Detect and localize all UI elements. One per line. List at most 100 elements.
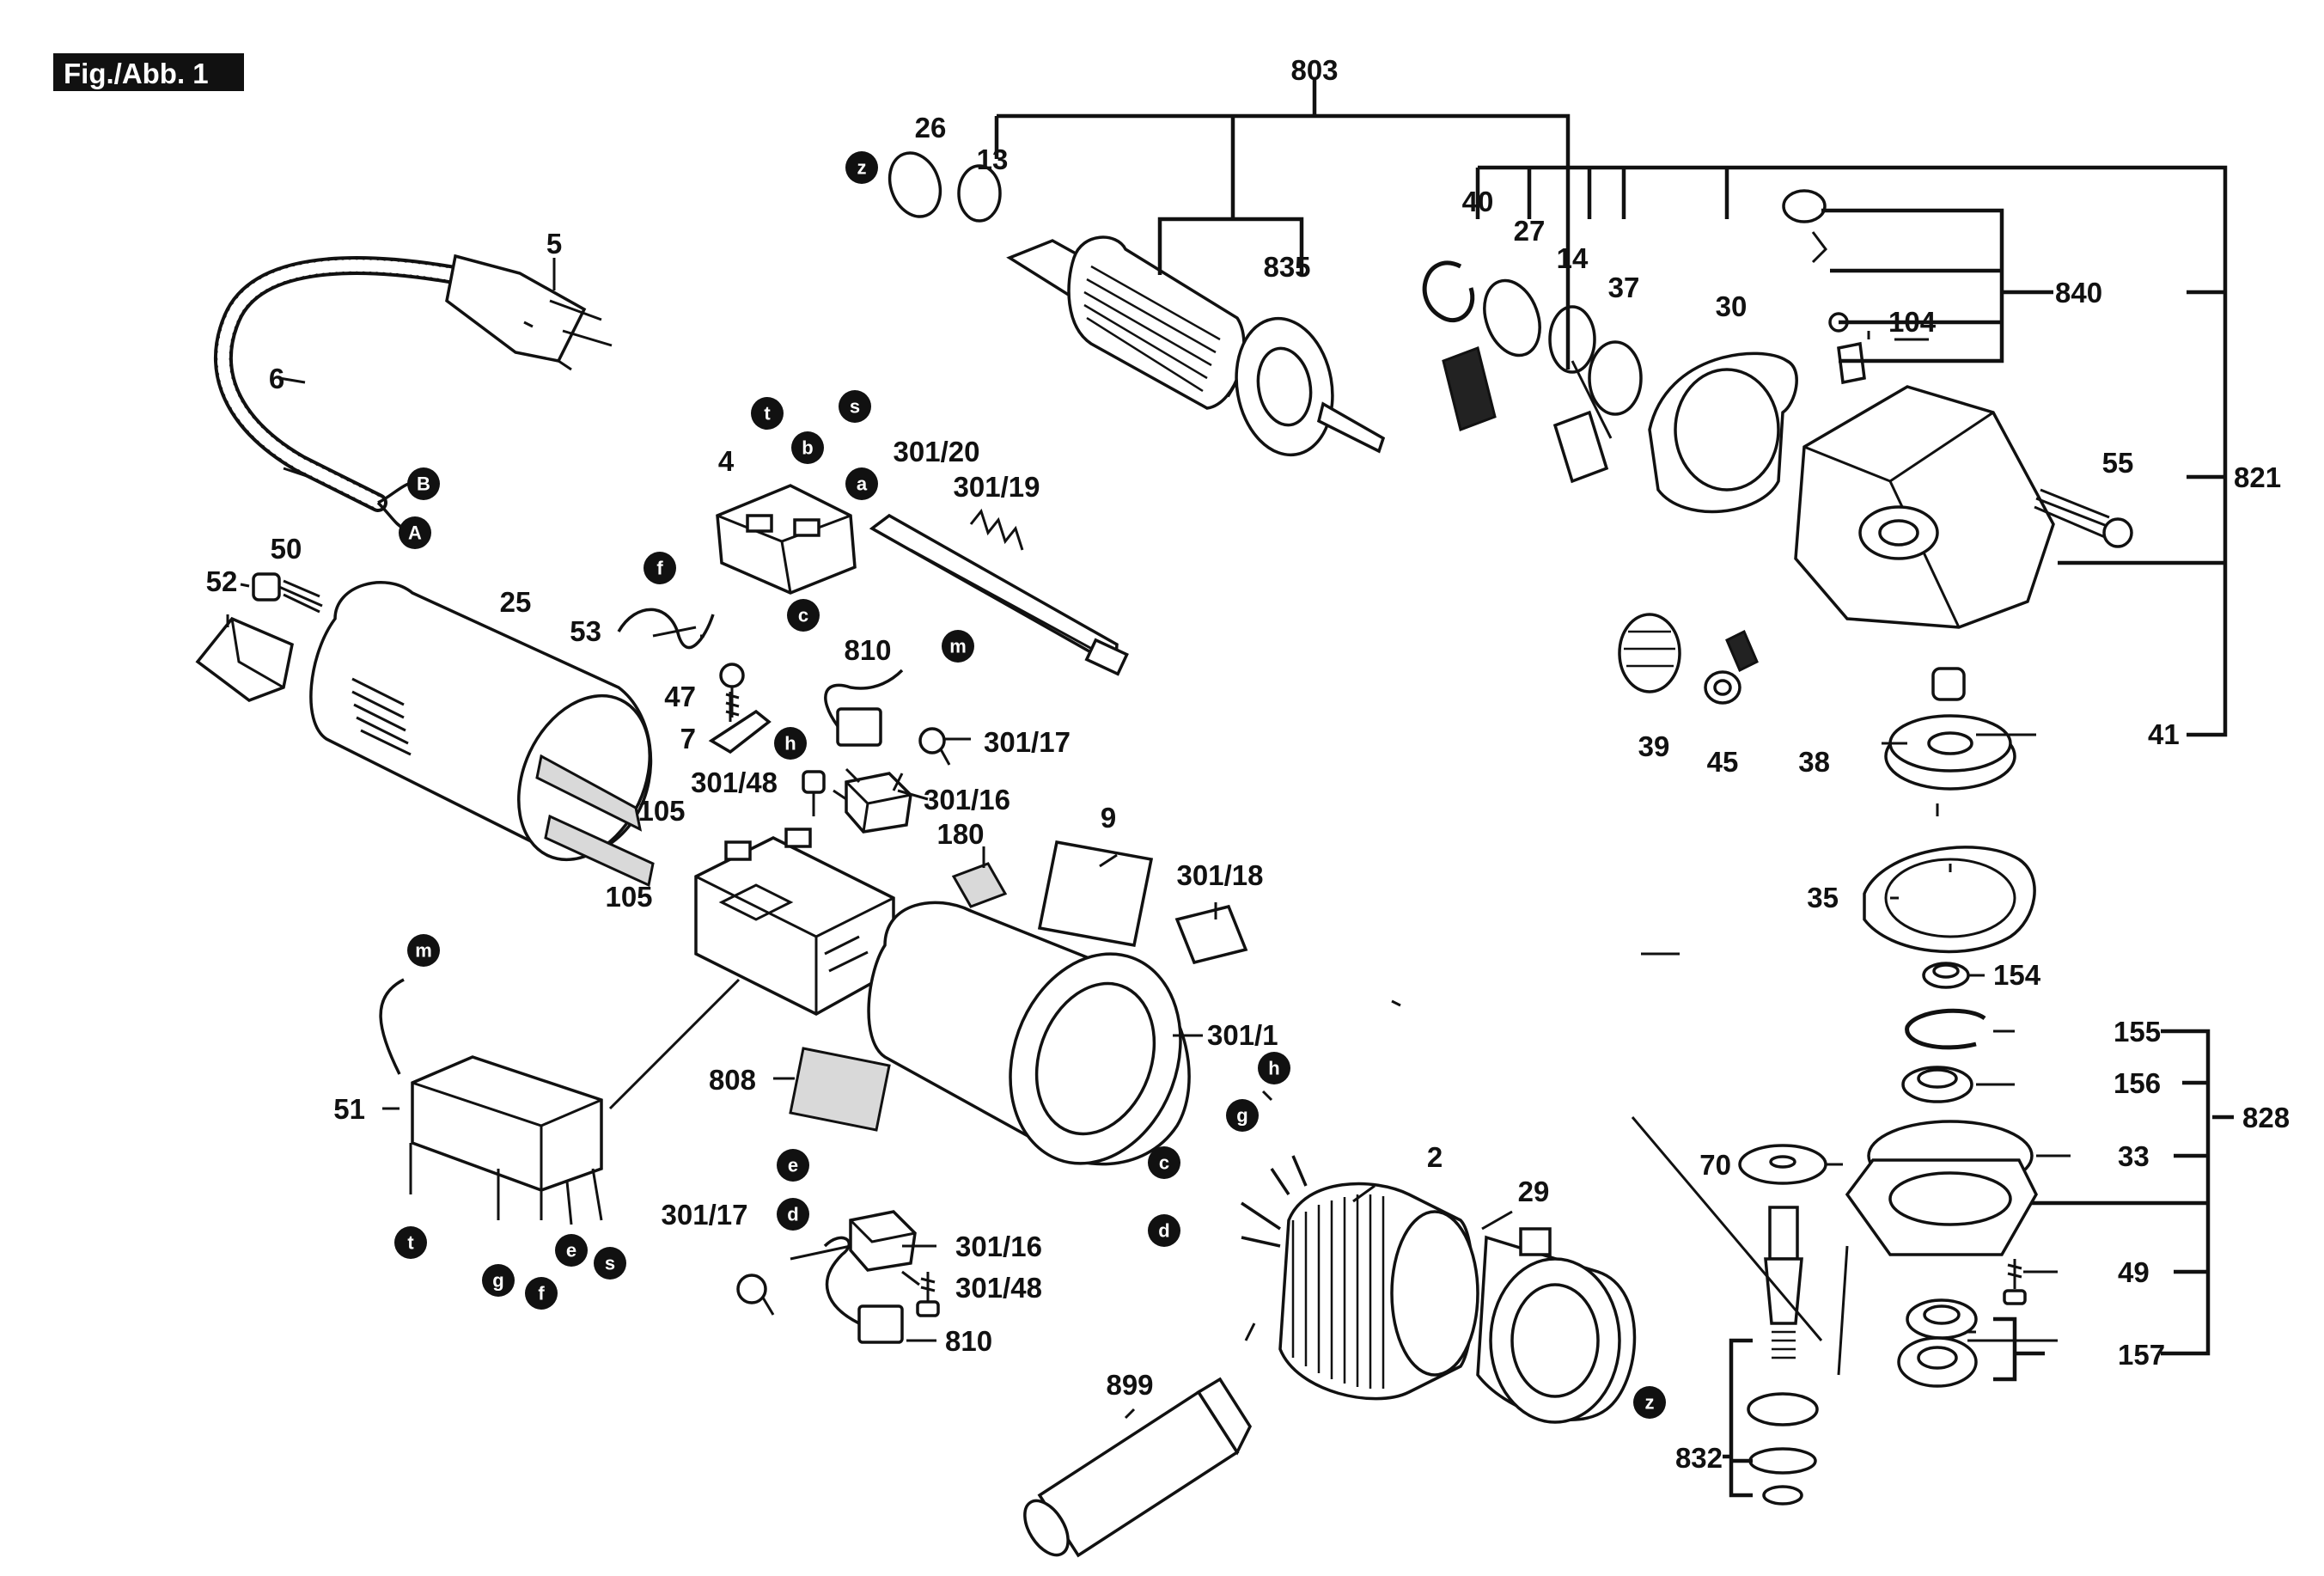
svg-text:z: z — [1645, 1392, 1655, 1414]
label-301-17-bottom: 301/17 — [662, 1199, 748, 1231]
needle-bearing-41 — [1931, 667, 1966, 701]
marker-b-switch: b — [791, 431, 824, 464]
label-6: 6 — [269, 363, 284, 394]
label-39: 39 — [1638, 730, 1670, 762]
svg-text:e: e — [788, 1155, 798, 1176]
svg-text:b: b — [802, 437, 813, 459]
label-301-16-top: 301/16 — [924, 784, 1010, 815]
part-labels: 803 26 13 835 40 27 14 37 30 840 104 55 … — [206, 54, 2290, 1474]
svg-text:m: m — [949, 636, 967, 657]
marker-a-switch: a — [845, 467, 878, 500]
screw-301-48-top — [802, 770, 826, 816]
svg-text:f: f — [656, 558, 663, 579]
marker-s-suppressor: s — [594, 1247, 626, 1280]
svg-text:f: f — [538, 1283, 545, 1304]
wire-53 — [617, 608, 715, 650]
label-13: 13 — [977, 144, 1009, 175]
figure-title: Fig./Abb. 1 — [53, 53, 244, 91]
screw-47 — [719, 663, 745, 718]
spring-clip-301-17-top — [918, 727, 951, 766]
field-stator-2 — [1241, 1155, 1479, 1401]
label-301-19: 301/19 — [954, 471, 1040, 503]
marker-f-suppressor: f — [525, 1277, 558, 1310]
marker-e-suppressor: e — [555, 1234, 588, 1267]
connector-markers: z z B A t b s a f c m h m h g c d e d t … — [394, 151, 1666, 1419]
motor-housing-301-1 — [867, 901, 1191, 1166]
bearing-27 — [1442, 278, 1541, 431]
pinion-39 — [1618, 613, 1681, 693]
label-105-b: 105 — [605, 881, 652, 913]
switch-cap-301-18 — [1174, 904, 1248, 965]
washer-70 — [1738, 1144, 1827, 1185]
motor-housing-25 — [309, 581, 655, 888]
brush-810-bottom — [823, 1236, 904, 1344]
svg-text:c: c — [1159, 1152, 1169, 1174]
label-2: 2 — [1427, 1141, 1443, 1173]
spindle-lock-840 — [1782, 189, 1866, 385]
marker-B: B — [407, 467, 440, 500]
svg-text:t: t — [764, 403, 771, 425]
label-52: 52 — [206, 565, 238, 597]
screw-49 — [2003, 1259, 2027, 1305]
svg-text:h: h — [784, 733, 796, 754]
label-53: 53 — [570, 615, 601, 647]
cap-52 — [195, 616, 294, 702]
clip-7 — [708, 709, 772, 754]
marker-A: A — [399, 516, 431, 549]
label-7: 7 — [680, 723, 696, 754]
svg-text:g: g — [492, 1270, 503, 1292]
power-cord — [214, 254, 613, 530]
marker-z-armature: z — [845, 151, 878, 184]
label-155: 155 — [2114, 1016, 2161, 1048]
label-821: 821 — [2234, 461, 2281, 493]
svg-text:m: m — [415, 940, 432, 962]
label-45: 45 — [1707, 746, 1739, 778]
label-301-20: 301/20 — [894, 436, 980, 467]
marker-c-switch: c — [787, 599, 820, 632]
label-70: 70 — [1699, 1149, 1731, 1181]
marker-t-suppressor: t — [394, 1226, 427, 1259]
label-41: 41 — [2148, 718, 2180, 750]
svg-text:g: g — [1236, 1105, 1247, 1127]
brush-810-top — [824, 669, 904, 747]
ring-154 — [1922, 962, 1970, 989]
flange-nut-832 — [1747, 1392, 1819, 1506]
label-35: 35 — [1807, 882, 1839, 913]
seal-156 — [1901, 1066, 1973, 1103]
slider-rod-301-20 — [869, 513, 1129, 676]
label-810-bottom: 810 — [945, 1325, 992, 1357]
svg-text:d: d — [1158, 1220, 1169, 1242]
label-301-18: 301/18 — [1177, 859, 1264, 891]
grease-tube-899 — [1023, 1377, 1253, 1558]
label-50: 50 — [271, 533, 302, 565]
marker-g-stator: g — [1226, 1099, 1259, 1132]
brush-holder-301-16-top — [845, 772, 912, 834]
label-301-1: 301/1 — [1207, 1019, 1278, 1051]
marker-g-suppressor: g — [482, 1264, 515, 1297]
marker-c-stator: c — [1148, 1146, 1180, 1179]
svg-text:c: c — [798, 605, 808, 626]
gasket-35 — [1863, 846, 2036, 954]
label-835: 835 — [1263, 251, 1310, 283]
label-808: 808 — [709, 1064, 756, 1096]
svg-text:s: s — [850, 396, 860, 418]
marker-f-switch: f — [644, 552, 676, 584]
label-301-48-top: 301/48 — [691, 767, 778, 798]
label-157: 157 — [2118, 1339, 2165, 1371]
suppressor-51 — [379, 978, 603, 1225]
label-156: 156 — [2114, 1067, 2161, 1099]
label-105-a: 105 — [637, 795, 685, 827]
label-sheet-180 — [951, 862, 1008, 908]
label-25: 25 — [500, 586, 532, 618]
svg-text:s: s — [605, 1253, 615, 1274]
spring-301-19 — [969, 508, 1024, 551]
label-4: 4 — [718, 445, 735, 477]
label-38: 38 — [1798, 746, 1830, 778]
label-9: 9 — [1101, 802, 1116, 834]
svg-text:B: B — [417, 473, 430, 495]
svg-text:a: a — [857, 473, 868, 495]
svg-text:e: e — [566, 1240, 576, 1261]
label-sheet-9 — [1037, 840, 1154, 948]
